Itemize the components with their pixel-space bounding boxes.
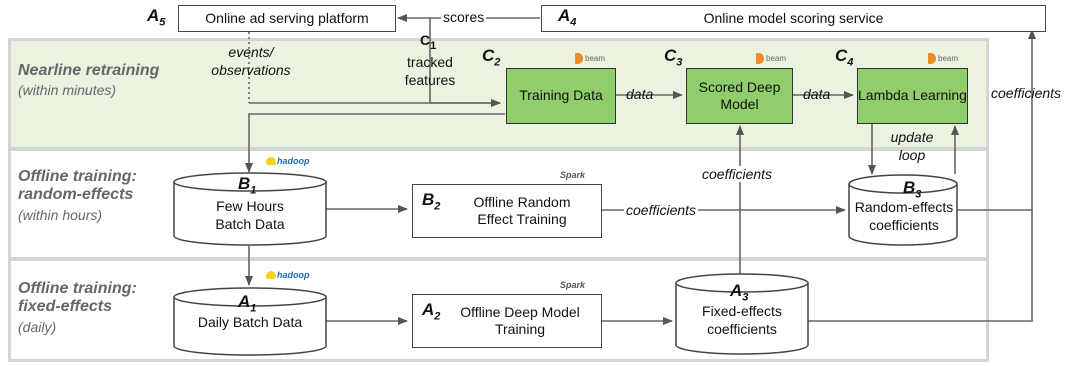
c2-label: Training Data [519,87,603,104]
c2-training-data-box[interactable]: Training Data [506,68,616,124]
c4-label: Lambda Learning [858,87,967,104]
edge-c2-b1 [245,113,505,173]
a3-label: Fixed-effects coefficients [702,303,782,337]
a4-scoring-box[interactable]: Online model scoring service [541,5,1046,32]
a4-id: A4 [558,6,577,29]
a5-label: Online ad serving platform [205,9,369,26]
c1-label: tracked features [404,54,456,89]
a1-label: Daily Batch Data [197,314,303,330]
nearline-band [8,38,989,150]
c3-id: C3 [664,46,683,69]
scores-label: scores [441,9,487,25]
random-subtitle: (within hours) [18,206,103,223]
a2-deep-model-training-box[interactable]: Offline Deep Model Training [412,294,602,348]
edge-a3-right [806,210,1033,322]
a5-ad-serving-box[interactable]: Online ad serving platform [178,5,396,32]
a2-label: Offline Deep Model Training [460,303,580,338]
data-label-c3-c4: data [803,86,831,102]
c3-label: Scored Deep Model [698,78,781,113]
cylinder-a1 [173,287,327,356]
c4-beam-logo: beam [928,53,958,64]
a2-id: A2 [422,300,441,323]
a1-hadoop-logo: hadoop [266,270,310,280]
a4-label: Online model scoring service [703,9,884,26]
c3-scored-deep-model-box[interactable]: Scored Deep Model [686,68,793,124]
fixed-effects-band [8,258,989,362]
nearline-band-label: Nearline retraining (within minutes) [18,62,168,98]
a3-id: A3 [730,281,749,304]
b2-random-effect-training-box[interactable]: Offline Random Effect Training [412,184,602,238]
a2-spark-logo: Spark [560,280,586,290]
coefficients-a3-c3-label: coefficients [700,166,775,182]
a1-id: A1 [238,292,257,315]
cylinder-a3 [675,273,809,355]
b3-label: Random-effects coefficients [854,199,954,233]
coefficients-b2-b3-label: coefficients [624,202,699,218]
random-band-label: Offline training: random-effects (within… [18,168,168,223]
nearline-subtitle: (within minutes) [18,82,117,99]
c2-id: C2 [482,46,501,69]
b1-id: B1 [238,174,257,197]
nearline-title: Nearline retraining [18,62,160,79]
cylinder-b1 [173,172,327,246]
b1-label: Few Hours Batch Data [215,198,285,232]
data-label-c2-c3: data [626,86,654,102]
a5-id: A5 [147,6,166,29]
b2-id: B2 [422,190,441,213]
c2-beam-logo: beam [575,53,605,64]
fixed-title: Offline training: fixed-effects [18,280,137,316]
update-loop-label: update loop [890,129,934,164]
b2-label: Offline Random Effect Training [473,193,571,228]
fixed-band-label: Offline training: fixed-effects (daily) [18,280,168,335]
c4-id: C4 [835,46,854,69]
b3-id: B3 [903,178,922,201]
events-label: events/ observations [211,44,291,79]
cylinder-b3 [848,174,958,246]
c1-id: C1 [420,32,437,52]
c4-lambda-learning-box[interactable]: Lambda Learning [857,68,968,124]
c3-beam-logo: beam [756,53,786,64]
coefficients-right-label: coefficients [991,85,1062,101]
b2-spark-logo: Spark [560,170,586,180]
random-title: Offline training: random-effects [18,168,137,204]
fixed-subtitle: (daily) [18,318,57,335]
b1-hadoop-logo: hadoop [266,156,310,166]
